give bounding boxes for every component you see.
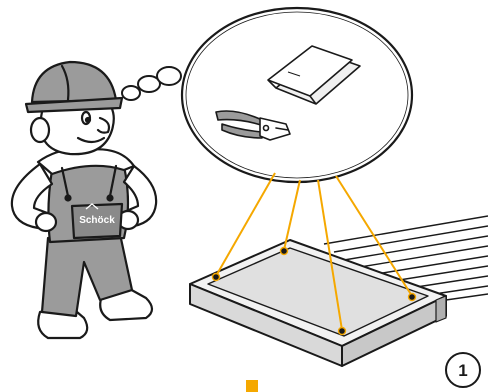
cable-2: [284, 180, 300, 250]
step-number: 1: [458, 361, 467, 380]
thought-bubble-small: [122, 86, 140, 100]
thought-circle: [182, 8, 412, 182]
worker-pupil: [86, 118, 90, 122]
worker-figure: [12, 62, 156, 338]
formwork-end-plate: [436, 296, 446, 322]
rebar-4: [354, 246, 488, 268]
step-badge: 1: [446, 353, 480, 387]
hard-hat: [32, 62, 116, 102]
anchor-2: [281, 248, 288, 255]
thought-bubble-large: [157, 67, 181, 85]
left-hand: [36, 213, 56, 231]
button-right: [108, 196, 113, 201]
accent-marker: [246, 380, 258, 392]
rebar-3: [344, 236, 488, 260]
pliers-pivot: [264, 126, 269, 131]
thought-bubbles: [122, 67, 181, 100]
worker-ear: [31, 118, 49, 142]
button-left: [66, 196, 71, 201]
brand-label: Schöck: [79, 215, 115, 226]
anchor-4: [409, 294, 416, 301]
anchor-1: [213, 274, 220, 281]
anchor-3: [339, 328, 346, 335]
